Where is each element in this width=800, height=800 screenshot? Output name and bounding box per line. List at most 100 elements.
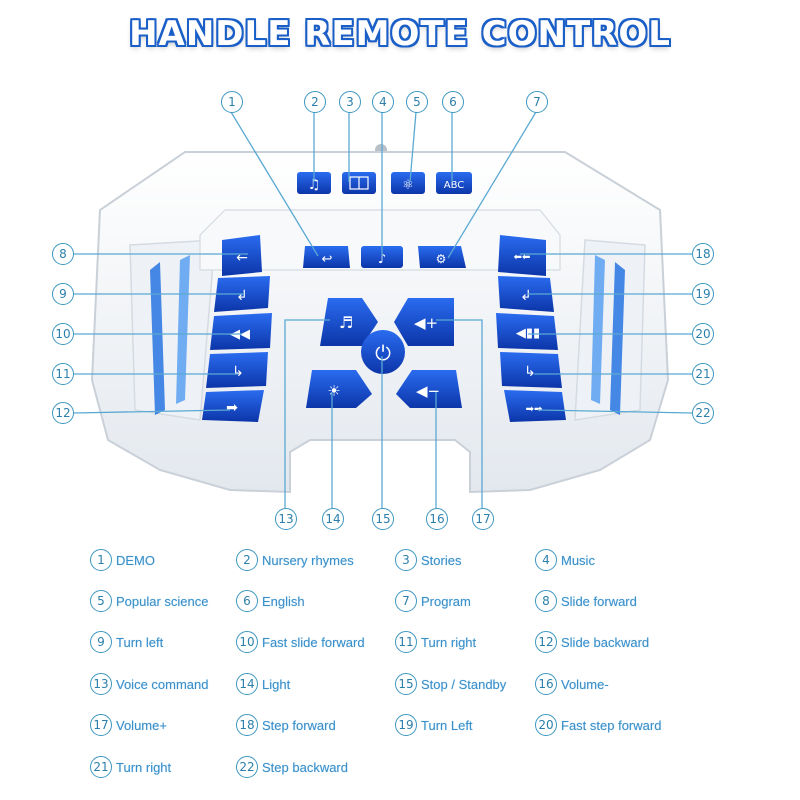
key-english: ABC (436, 172, 472, 194)
svg-text:⏻: ⏻ (375, 341, 391, 365)
legend-label: Nursery rhymes (262, 552, 354, 568)
page-title: HANDLE REMOTE CONTROL (129, 14, 671, 54)
legend-label: Stop / Standby (421, 676, 507, 692)
callout-7: 7 (526, 91, 548, 113)
svg-text:⚛: ⚛ (402, 178, 414, 193)
legend-number: 22 (236, 756, 258, 778)
legend-label: Turn right (116, 759, 172, 775)
legend-number: 19 (395, 714, 417, 736)
legend-number: 11 (395, 631, 417, 653)
callout-8: 8 (52, 243, 74, 265)
legend-label: Volume- (561, 676, 609, 692)
legend-number: 15 (395, 673, 417, 695)
key-nursery-rhymes: ♫ (297, 172, 331, 194)
legend-number: 8 (535, 590, 557, 612)
callout-12: 12 (52, 402, 74, 424)
right-grip-panel (574, 239, 646, 421)
svg-text:↲: ↲ (520, 288, 532, 304)
legend-number: 1 (90, 549, 112, 571)
legend-number: 21 (90, 756, 112, 778)
legend-label: Turn left (116, 634, 164, 650)
legend-label: Light (262, 676, 291, 692)
callout-13: 13 (275, 508, 297, 530)
legend-number: 14 (236, 673, 258, 695)
svg-text:↩: ↩ (322, 252, 333, 267)
legend-label: Music (561, 552, 595, 568)
legend-label: Voice command (116, 676, 209, 692)
callout-15: 15 (372, 508, 394, 530)
legend-number: 6 (236, 590, 258, 612)
callout-18: 18 (692, 243, 714, 265)
legend-label: Turn Left (421, 717, 473, 733)
callout-6: 6 (442, 91, 464, 113)
legend-number: 20 (535, 714, 557, 736)
legend-label: Fast step forward (561, 717, 662, 733)
svg-text:♫: ♫ (308, 177, 321, 193)
callout-20: 20 (692, 323, 714, 345)
key-slide-backward: ➡ (202, 390, 264, 422)
svg-text:➡➡: ➡➡ (526, 404, 543, 415)
legend-number: 12 (535, 631, 557, 653)
legend-label: Stories (421, 552, 462, 568)
legend-number: 2 (236, 549, 258, 571)
key-step-backward: ➡➡ (504, 390, 566, 422)
key-turn-left-right-side: ↲ (498, 276, 554, 312)
legend-label: Program (421, 593, 471, 609)
key-light: ☀ (306, 370, 372, 408)
callout-1: 1 (221, 91, 243, 113)
svg-text:♬: ♬ (339, 313, 353, 332)
legend-number: 13 (90, 673, 112, 695)
right-stripe-decor (610, 262, 625, 415)
key-fast-slide-forward: ◀◀ (210, 313, 272, 350)
callout-22: 22 (692, 402, 714, 424)
key-music: ♪ (361, 246, 403, 268)
svg-text:↳: ↳ (232, 364, 244, 380)
callout-17: 17 (472, 508, 494, 530)
key-turn-right-right-side: ↳ (500, 352, 562, 388)
legend-label: Step forward (262, 717, 336, 733)
key-popular-science: ⚛ (391, 172, 425, 194)
legend-number: 5 (90, 590, 112, 612)
right-stripe-decor-2 (591, 255, 605, 404)
legend-number: 3 (395, 549, 417, 571)
key-stories (342, 172, 376, 194)
legend-number: 16 (535, 673, 557, 695)
center-top-panel (199, 209, 561, 271)
svg-text:↳: ↳ (524, 364, 536, 380)
key-fast-step-forward: ◀▮▮ (496, 313, 558, 350)
svg-text:⬅⬅: ⬅⬅ (514, 252, 531, 263)
legend-label: Fast slide forward (262, 634, 365, 650)
svg-text:♪: ♪ (378, 252, 386, 267)
svg-text:☀: ☀ (327, 382, 340, 400)
callout-16: 16 (426, 508, 448, 530)
callout-4: 4 (372, 91, 394, 113)
callout-19: 19 (692, 283, 714, 305)
callout-2: 2 (304, 91, 326, 113)
key-voice-command: ♬ (320, 298, 378, 346)
key-slide-forward: ← (222, 235, 262, 276)
legend-label: Slide backward (561, 634, 650, 650)
key-program: ⚙ (418, 246, 466, 268)
left-stripe-decor (150, 262, 165, 415)
legend-number: 17 (90, 714, 112, 736)
callout-10: 10 (52, 323, 74, 345)
callout-3: 3 (339, 91, 361, 113)
svg-text:←: ← (236, 250, 248, 266)
